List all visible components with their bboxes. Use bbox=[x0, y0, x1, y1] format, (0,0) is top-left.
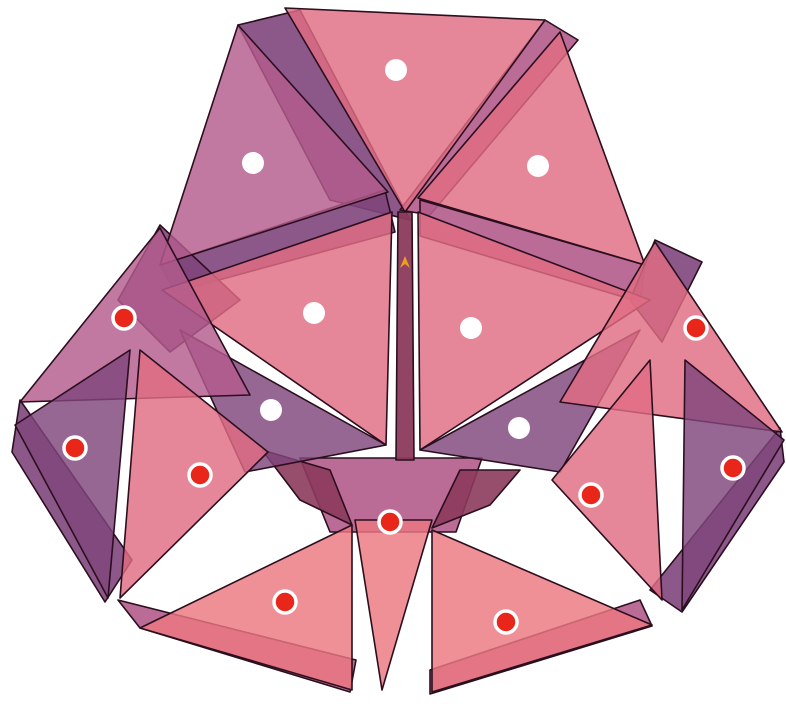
white-marker bbox=[385, 59, 407, 81]
red-marker bbox=[64, 437, 86, 459]
red-marker bbox=[274, 591, 296, 613]
red-marker bbox=[580, 484, 602, 506]
red-marker bbox=[685, 317, 707, 339]
red-marker bbox=[495, 611, 517, 633]
white-marker bbox=[260, 399, 282, 421]
central-crease bbox=[396, 212, 414, 460]
red-marker bbox=[189, 464, 211, 486]
white-marker bbox=[508, 417, 530, 439]
white-marker bbox=[303, 302, 325, 324]
red-marker bbox=[379, 511, 401, 533]
red-marker bbox=[722, 457, 744, 479]
white-marker bbox=[460, 317, 482, 339]
red-marker bbox=[113, 307, 135, 329]
white-marker bbox=[242, 152, 264, 174]
white-marker bbox=[527, 155, 549, 177]
